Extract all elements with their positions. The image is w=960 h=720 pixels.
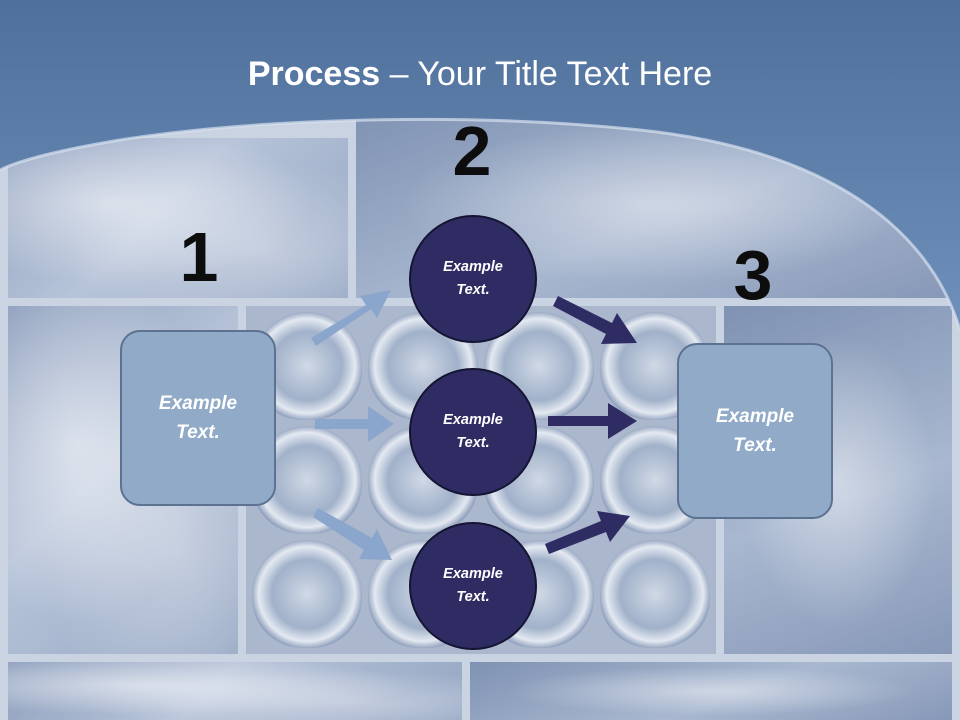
arrow-left-to-top bbox=[311, 290, 391, 346]
step-2-circle-bottom: Example Text. bbox=[409, 522, 537, 650]
title-bold: Process bbox=[247, 55, 381, 93]
step-3-box-text: Example Text. bbox=[715, 406, 795, 456]
step-3-box: Example Text. bbox=[677, 343, 833, 519]
step-1-box-text: Example Text. bbox=[158, 393, 238, 443]
arrow-middle-to-right bbox=[548, 403, 637, 439]
page-title: Process – Your Title Text Here bbox=[0, 52, 960, 96]
step-number-1: 1 bbox=[179, 218, 219, 296]
step-2-circle-top: Example Text. bbox=[409, 215, 537, 343]
circle-top-text: Example Text. bbox=[443, 259, 503, 298]
step-1-box: Example Text. bbox=[120, 330, 276, 506]
xray-panel-bottom-right bbox=[470, 662, 952, 720]
arrow-bottom-to-right bbox=[545, 511, 630, 554]
circle-bottom-text: Example Text. bbox=[443, 566, 503, 605]
xray-panel-bottom-left bbox=[8, 662, 462, 720]
arrow-left-to-bottom bbox=[313, 508, 392, 560]
step-number-3: 3 bbox=[733, 236, 773, 314]
title-rest: – Your Title Text Here bbox=[380, 55, 713, 93]
step-number-2: 2 bbox=[452, 112, 492, 190]
arrow-top-to-right bbox=[553, 296, 637, 344]
circle-middle-text: Example Text. bbox=[443, 412, 503, 451]
step-2-circle-middle: Example Text. bbox=[409, 368, 537, 496]
arrow-left-to-middle bbox=[315, 406, 394, 442]
